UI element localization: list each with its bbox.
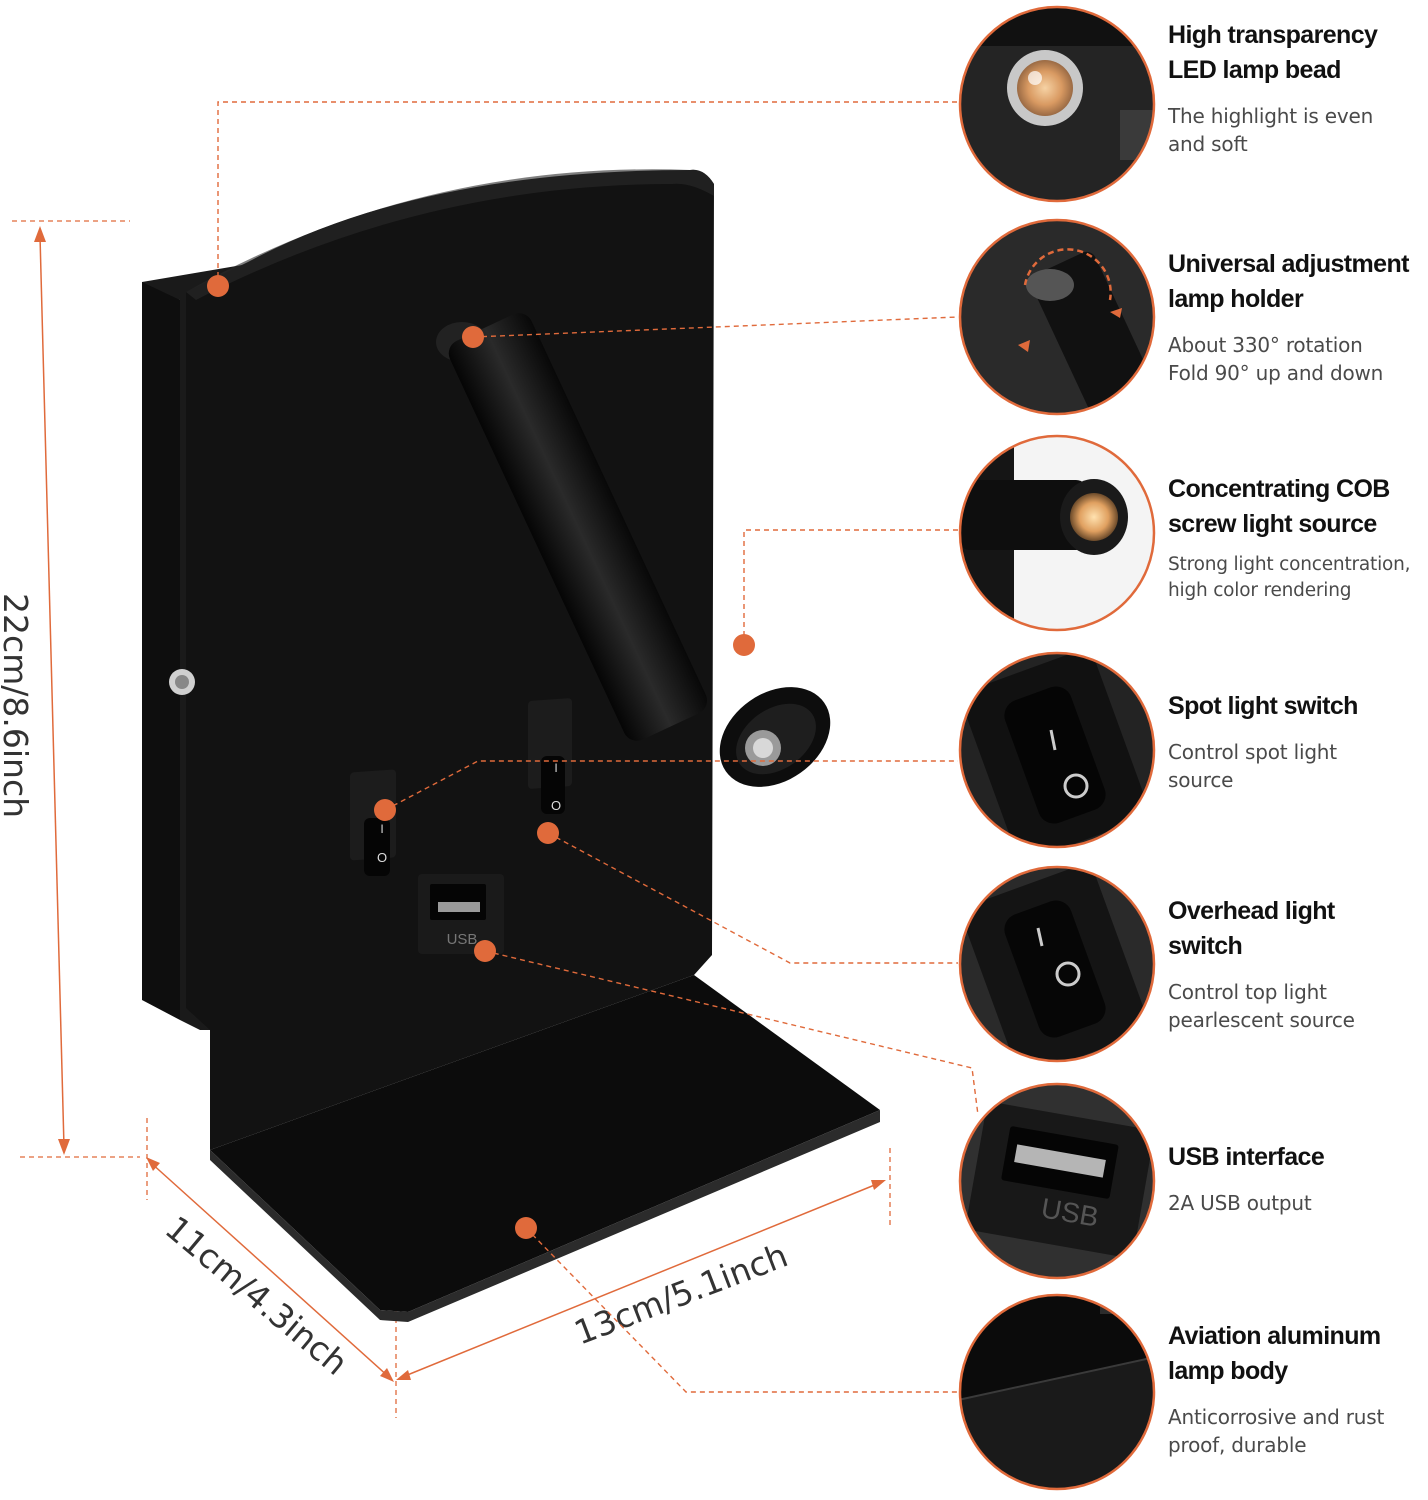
rocker-switch-icon (1004, 686, 1106, 824)
feature-title: Aviation aluminum lamp body (1168, 1322, 1381, 1385)
width-label: 13cm/5.1inch (569, 1235, 793, 1352)
feature-title: Universal adjustment lamp holder (1168, 250, 1409, 313)
callout-dot (733, 634, 755, 656)
usb-port: USB (418, 874, 504, 954)
callout-dot (474, 940, 496, 962)
callout-lines (217, 101, 979, 1393)
cob-light-icon (1070, 493, 1118, 541)
callout-dots (207, 275, 755, 1239)
svg-text:O: O (377, 850, 387, 865)
feature-description: Control spot light source (1168, 740, 1337, 792)
feature-title: Concentrating COB screw light source (1168, 475, 1390, 538)
feature-description: The highlight is even and soft (1168, 104, 1374, 156)
feature-lamp-holder: Universal adjustment lamp holder About 3… (1168, 247, 1426, 387)
feature-spot-switch: Spot light switch Control spot light sou… (1168, 689, 1426, 794)
aluminum-body-icon (960, 1356, 1154, 1489)
spot-light-switch: I O (350, 769, 396, 876)
feature-description: About 330° rotation Fold 90° up and down (1168, 333, 1384, 385)
feature-usb: USB interface 2A USB output (1168, 1140, 1426, 1217)
rocker-switch-icon (1004, 900, 1106, 1038)
callout-dot (374, 799, 396, 821)
svg-text:USB: USB (447, 931, 478, 948)
feature-title: Spot light switch (1168, 692, 1358, 720)
svg-text:O: O (551, 798, 561, 813)
feature-led-bead: High transparency LED lamp bead The high… (1168, 18, 1426, 158)
feature-description: Anticorrosive and rust proof, durable (1168, 1405, 1385, 1457)
callout-dot (207, 275, 229, 297)
detail-led-bead (958, 5, 1156, 203)
detail-spot-switch (958, 651, 1156, 849)
feature-cob-light: Concentrating COB screw light source Str… (1168, 472, 1426, 604)
feature-description: Strong light concentration, high color r… (1168, 554, 1411, 601)
feature-description: 2A USB output (1168, 1191, 1312, 1215)
detail-aluminum-body (958, 1293, 1156, 1491)
detail-lamp-holder (958, 218, 1156, 416)
feature-description: Control top light pearlescent source (1168, 980, 1355, 1032)
wall-lamp: I O I O USB (142, 169, 880, 1322)
feature-title: High transparency LED lamp bead (1168, 21, 1378, 84)
detail-overhead-switch (958, 865, 1156, 1063)
svg-text:I: I (554, 761, 557, 775)
feature-aluminum-body: Aviation aluminum lamp body Anticorrosiv… (1168, 1319, 1426, 1459)
feature-overhead-switch: Overhead light switch Control top light … (1168, 894, 1426, 1034)
svg-text:I: I (380, 822, 383, 836)
overhead-light-switch: I O (528, 698, 572, 814)
height-label: 22cm/8.6inch (0, 593, 35, 818)
feature-title: Overhead light switch (1168, 897, 1335, 960)
callout-dot (537, 822, 559, 844)
height-dimension: 22cm/8.6inch (0, 220, 140, 1158)
feature-title: USB interface (1168, 1143, 1325, 1171)
callout-dot (462, 326, 484, 348)
detail-usb: USB (958, 1082, 1156, 1280)
callout-dot (515, 1217, 537, 1239)
detail-cob-light (958, 434, 1156, 632)
